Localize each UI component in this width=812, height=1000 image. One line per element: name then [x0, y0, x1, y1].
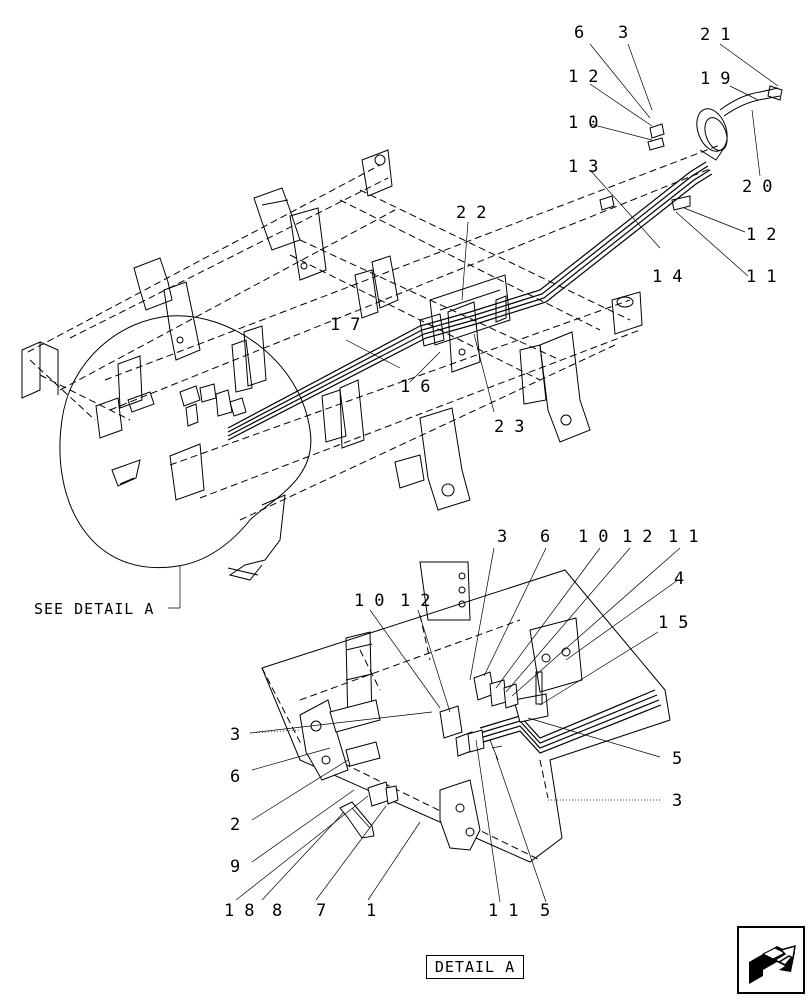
callout-12-right: 12 [746, 225, 786, 245]
callout-2: 2 [230, 815, 240, 835]
front-leg [227, 494, 286, 581]
mount-bracket-4 [289, 207, 327, 281]
callout-20: 20 [742, 177, 782, 197]
callout-1: 1 [366, 901, 376, 921]
detail-a-assembly [235, 547, 681, 903]
detail-left-plate [299, 699, 381, 781]
callout-16: 16 [400, 377, 440, 397]
callout-3-d1: 3 [497, 527, 507, 547]
detail-upper-bracket [419, 561, 471, 621]
callout-12-d2: 12 [400, 591, 440, 611]
callout-9: 9 [230, 857, 240, 877]
mount-bracket-5 [354, 255, 399, 319]
coupler-cluster-upper [599, 123, 691, 211]
callout-3-top: 3 [618, 23, 628, 43]
callouts-upper: 6 3 21 12 19 10 13 20 22 12 14 11 17 16 … [330, 23, 786, 437]
callout-6-d1: 6 [540, 527, 550, 547]
frame-assembly-upper [21, 85, 783, 581]
callout-19: 19 [700, 69, 740, 89]
callout-17: 17 [330, 315, 370, 335]
cross-tube [429, 274, 511, 346]
callout-10-top: 10 [568, 113, 608, 133]
callout-12-d1: 12 [622, 527, 662, 547]
callout-4: 4 [674, 569, 684, 589]
callout-5-bottom: 5 [540, 901, 550, 921]
detail-callout-loop [59, 315, 312, 569]
callout-13: 13 [568, 157, 608, 177]
callout-8: 8 [272, 901, 282, 921]
callout-11-d2: 11 [488, 901, 528, 921]
mount-bracket-7 [321, 379, 365, 449]
callout-11-d1: 11 [668, 527, 708, 547]
callout-6-top: 6 [574, 23, 584, 43]
callout-10-d1: 10 [578, 527, 618, 547]
mount-bracket-2 [133, 257, 173, 311]
detail-clamp-parts [339, 781, 399, 839]
callout-15: 15 [658, 613, 698, 633]
next-page-button[interactable] [737, 926, 805, 994]
coupler-cluster-left [95, 355, 247, 501]
mount-bracket-8 [447, 301, 481, 373]
callout-21: 21 [700, 25, 740, 45]
see-detail-label: SEE DETAIL A [34, 600, 154, 618]
callout-11-right: 11 [746, 267, 786, 287]
next-page-arrow-icon [749, 944, 796, 984]
callout-3-d2: 3 [230, 725, 240, 745]
callout-12-top: 12 [568, 67, 608, 87]
detail-right-plate [439, 779, 481, 851]
callout-18: 18 [224, 901, 264, 921]
callout-6-d2: 6 [230, 767, 240, 787]
hose-coil [696, 85, 783, 161]
callout-23: 23 [494, 417, 534, 437]
upper-leader-lines [168, 43, 779, 609]
hydraulic-hose-bundle [227, 161, 713, 441]
callouts-detail: 3 6 10 12 11 10 12 4 15 3 5 6 3 2 9 18 8… [224, 527, 708, 921]
callout-7: 7 [316, 901, 326, 921]
callout-5-right: 5 [672, 749, 682, 769]
mount-bracket-1 [253, 187, 301, 251]
callout-22: 22 [456, 203, 496, 223]
detail-couplers [439, 671, 519, 761]
detail-a-label: DETAIL A [426, 955, 524, 979]
mount-bracket-6 [231, 325, 267, 393]
detail-hoses [479, 671, 662, 754]
hitch-plate-1 [361, 149, 393, 197]
callout-3-d3: 3 [672, 791, 682, 811]
mount-bracket-3 [163, 281, 201, 361]
callout-10-d2: 10 [354, 591, 394, 611]
gauge-wheel-mount [394, 407, 471, 511]
pivot-knuckle [611, 291, 643, 335]
mount-bracket-9 [519, 331, 591, 443]
callout-14: 14 [652, 267, 692, 287]
